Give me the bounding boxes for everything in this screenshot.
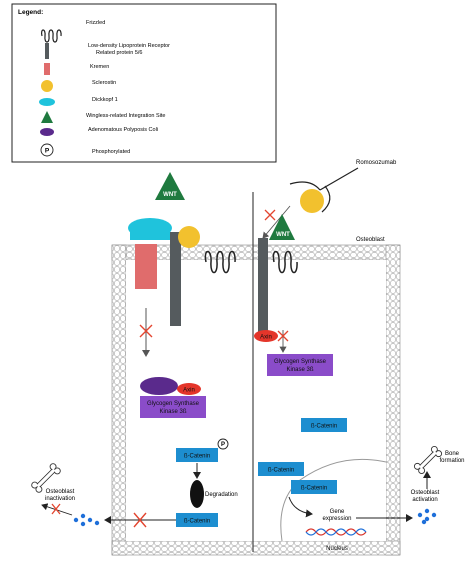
apc-ellipse-icon bbox=[40, 128, 54, 136]
wnt-label-right: WNT bbox=[276, 232, 290, 238]
frizzled-receptor-right bbox=[272, 250, 298, 274]
osteoblast-label: Osteoblast bbox=[356, 237, 385, 243]
axin-protein-left bbox=[177, 383, 201, 395]
phospho-circle-left bbox=[217, 438, 229, 450]
gsk3b-label-left-2: Kinase 3ß bbox=[159, 409, 186, 415]
legend-frizzled-label: Frizzled bbox=[86, 20, 105, 26]
degradation-proteasome bbox=[190, 480, 204, 508]
lrp-receptor-left bbox=[170, 232, 181, 326]
bone-icon-right bbox=[413, 445, 443, 475]
axin-protein-right bbox=[254, 330, 278, 342]
wnt-ligand-right bbox=[269, 214, 295, 240]
bone-formation-2: formation bbox=[439, 458, 464, 464]
beta-catenin-label-degraded: ß-Catenin bbox=[184, 519, 210, 525]
beta-catenin-label-nuc2: ß-Catenin bbox=[301, 486, 327, 492]
beta-catenin-box-nuc2 bbox=[291, 480, 337, 494]
gsk3b-box-left bbox=[140, 396, 206, 418]
lrp-bar-icon bbox=[45, 43, 49, 59]
legend-kremen-label: Kremen bbox=[90, 64, 109, 70]
frizzled-receptor-left bbox=[204, 250, 236, 274]
gsk3b-label-right-1: Glycogen Synthase bbox=[274, 359, 327, 365]
wnt-triangle-icon bbox=[41, 111, 53, 123]
inhibit-x-left-top bbox=[139, 324, 153, 338]
phospho-symbol-left: P bbox=[221, 442, 225, 448]
beta-catenin-label-left: ß-Catenin bbox=[184, 454, 210, 460]
apc-protein-left bbox=[140, 377, 178, 395]
osteoblast-activation-2: activation bbox=[412, 497, 437, 503]
romosozumab-antibody bbox=[289, 167, 359, 213]
beta-catenin-box-left bbox=[176, 448, 218, 462]
axin-label-left: Axin bbox=[183, 388, 195, 394]
wnt-label-left: WNT bbox=[163, 192, 177, 198]
axin-label-right: Axin bbox=[260, 335, 272, 341]
beta-catenin-box-degraded bbox=[176, 513, 218, 527]
legend-lrp-label-2: Related protein 5/6 bbox=[96, 50, 142, 56]
right-panel: Romosozumab WNT Osteoblast Axin Glycogen… bbox=[254, 160, 465, 552]
dna-helix-icon bbox=[305, 528, 367, 536]
beta-catenin-label-nuc1: ß-Catenin bbox=[268, 468, 294, 474]
gene-expression-2: expression bbox=[322, 516, 351, 522]
phosphorylated-circle-icon bbox=[40, 143, 54, 157]
lrp-receptor-right bbox=[258, 238, 268, 332]
legend-title: Legend: bbox=[18, 9, 43, 16]
osteoblast-activation-1: Osteoblast bbox=[411, 490, 440, 496]
legend-wnt-label: Wingless-related Integration Site bbox=[86, 113, 165, 119]
gsk3b-label-left-1: Glycogen Synthase bbox=[147, 401, 200, 407]
osteoblast-inactivation-2: inactivation bbox=[45, 496, 75, 502]
bone-icon-left bbox=[31, 463, 61, 493]
inhibit-x-right-top bbox=[264, 209, 276, 221]
osteoblast-inactivation-1: Osteoblast bbox=[46, 489, 75, 495]
sclerostin-bound bbox=[300, 189, 324, 213]
bone-formation-1: Bone bbox=[445, 451, 460, 457]
blue-dots-right bbox=[417, 508, 437, 525]
inhibit-x-right-mid bbox=[277, 330, 289, 342]
nucleus-label: Nucleus bbox=[326, 546, 348, 552]
beta-catenin-box-nuc1 bbox=[258, 462, 304, 476]
kremen-rect-icon bbox=[44, 63, 50, 75]
gene-expression-1: Gene bbox=[330, 509, 345, 515]
inhibit-x-left-bone bbox=[51, 503, 61, 515]
nucleus-boundary bbox=[280, 458, 387, 542]
frizzled-coil-icon bbox=[40, 29, 62, 43]
kremen-receptor bbox=[135, 244, 157, 289]
legend-apc-label: Adenomatous Polyposis Coli bbox=[88, 127, 158, 133]
legend-panel: Legend: Frizzled Low-density Lipoprotein… bbox=[11, 3, 277, 163]
dickkopf-ellipse-icon bbox=[39, 98, 55, 106]
beta-catenin-box-cyto bbox=[301, 418, 347, 432]
gsk3b-box-right bbox=[267, 354, 333, 376]
degradation-label: Degradation bbox=[205, 492, 238, 498]
wnt-ligand-left bbox=[155, 172, 185, 200]
beta-catenin-label-cyto: ß-Catenin bbox=[311, 424, 337, 430]
romosozumab-label: Romosozumab bbox=[356, 160, 397, 166]
legend-dickkopf-label: Dickkopf 1 bbox=[92, 97, 118, 103]
legend-phospho-symbol: P bbox=[45, 148, 50, 155]
sclerostin-protein bbox=[178, 226, 200, 248]
blue-dots-left bbox=[73, 513, 100, 527]
legend-lrp-label-1: Low-density Lipoprotein Receptor bbox=[88, 43, 170, 49]
gsk3b-label-right-2: Kinase 3ß bbox=[286, 367, 313, 373]
inhibit-x-left-bottom bbox=[133, 512, 147, 528]
legend-sclerostin-label: Sclerostin bbox=[92, 80, 116, 86]
legend-phospho-label: Phosphorylated bbox=[92, 149, 130, 155]
sclerostin-circle-icon bbox=[41, 80, 53, 92]
left-panel: WNT Axin Glycogen Synthase Kinase 3ß ß-C… bbox=[31, 172, 238, 528]
